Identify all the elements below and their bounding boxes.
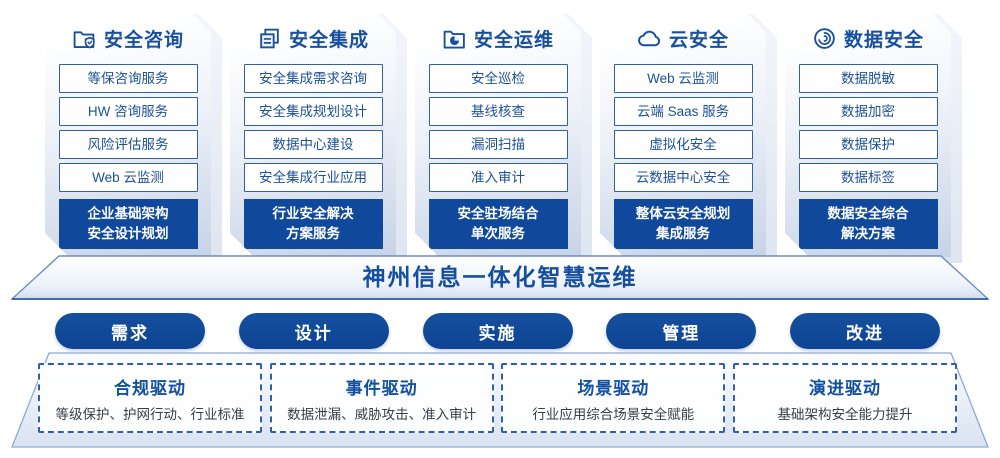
driver-title: 演进驱动 <box>808 378 881 398</box>
footer-line: 集成服务 <box>656 225 710 241</box>
service-item: 数据脱敏 <box>799 64 938 93</box>
card-item-list: 数据脱敏 数据加密 数据保护 数据标签 <box>785 64 951 192</box>
driver-title: 事件驱动 <box>345 378 418 398</box>
footer-line: 安全设计规划 <box>87 225 169 241</box>
card-title: 安全运维 <box>473 29 554 51</box>
service-item: 数据加密 <box>799 97 938 126</box>
card-footer-highlight: 数据安全综合 解决方案 <box>799 199 938 249</box>
driver-title: 合规驱动 <box>114 378 186 398</box>
card-title: 安全咨询 <box>103 29 184 51</box>
footer-line: 行业安全解决 <box>272 206 354 221</box>
card-footer-highlight: 企业基础架构 安全设计规划 <box>59 199 198 249</box>
driver-scenario: 场景驱动 行业应用综合场景安全赋能 <box>501 363 726 433</box>
service-item: 数据标签 <box>799 163 938 192</box>
footer-line: 数据安全综合 <box>827 206 909 221</box>
banner-title: 神州信息一体化智慧运维 <box>362 264 638 290</box>
driver-box-row: 合规驱动 等级保护、护网行动、行业标准 事件驱动 数据泄漏、威胁攻击、准入审计 … <box>38 363 957 433</box>
footer-line: 企业基础架构 <box>87 206 169 221</box>
card-header: 安全咨询 <box>45 25 211 51</box>
card-item-list: 等保咨询服务 HW 咨询服务 风险评估服务 Web 云监测 <box>45 64 211 192</box>
pill-design: 设计 <box>238 313 389 349</box>
driver-desc: 等级保护、护网行动、行业标准 <box>55 406 245 422</box>
pill-implementation: 实施 <box>422 313 573 349</box>
service-item: 虚拟化安全 <box>614 130 753 159</box>
card-title: 数据安全 <box>843 29 924 51</box>
footer-line: 方案服务 <box>286 225 340 241</box>
cloud-icon <box>637 26 662 51</box>
driver-desc: 数据泄漏、威胁攻击、准入审计 <box>287 406 477 422</box>
driver-desc: 行业应用综合场景安全赋能 <box>532 406 695 422</box>
service-item: 安全巡检 <box>429 64 568 93</box>
service-item: 准入审计 <box>429 163 568 192</box>
footer-line: 安全驻场结合 <box>457 206 539 221</box>
banner-trapezoid-shape <box>10 255 990 300</box>
card-header: 数据安全 <box>785 25 951 51</box>
service-item: Web 云监测 <box>59 163 198 192</box>
service-item: 安全集成需求咨询 <box>244 64 383 93</box>
footer-line: 解决方案 <box>841 225 895 241</box>
card-footer-highlight: 整体云安全规划 集成服务 <box>614 199 753 249</box>
card-title: 云安全 <box>668 29 729 51</box>
service-item: Web 云监测 <box>614 64 753 93</box>
card-title: 安全集成 <box>288 29 369 51</box>
footer-line: 整体云安全规划 <box>635 206 731 221</box>
card-item-list: Web 云监测 云端 Saas 服务 虚拟化安全 云数据中心安全 <box>600 64 766 192</box>
card-security-operations: 安全运维 安全巡检 基线核查 漏洞扫描 准入审计 安全驻场结合 单次服务 <box>415 8 581 257</box>
card-item-list: 安全巡检 基线核查 漏洞扫描 准入审计 <box>415 64 581 192</box>
pill-management: 管理 <box>606 313 757 349</box>
service-item: 云数据中心安全 <box>614 163 753 192</box>
card-data-security: 数据安全 数据脱敏 数据加密 数据保护 数据标签 数据安全综合 解决方案 <box>785 8 951 257</box>
driver-title: 场景驱动 <box>577 378 650 398</box>
driver-incident: 事件驱动 数据泄漏、威胁攻击、准入审计 <box>269 363 494 433</box>
service-item: 数据保护 <box>799 130 938 159</box>
service-item: 风险评估服务 <box>59 130 198 159</box>
card-security-integration: 安全集成 安全集成需求咨询 安全集成规划设计 数据中心建设 安全集成行业应用 行… <box>230 8 396 257</box>
card-header: 云安全 <box>600 25 766 51</box>
driver-compliance: 合规驱动 等级保护、护网行动、行业标准 <box>38 363 262 433</box>
fingerprint-icon <box>812 26 837 51</box>
card-item-list: 安全集成需求咨询 安全集成规划设计 数据中心建设 安全集成行业应用 <box>230 64 396 192</box>
folder-pie-icon <box>442 26 467 51</box>
platform-banner: 神州信息一体化智慧运维 <box>10 255 990 301</box>
service-item: 等保咨询服务 <box>59 64 198 93</box>
service-item: 基线核查 <box>429 97 568 126</box>
driver-evolution: 演进驱动 基础架构安全能力提升 <box>732 363 957 433</box>
process-pill-row: 需求 设计 实施 管理 改进 <box>55 313 940 349</box>
card-security-consulting: 安全咨询 等保咨询服务 HW 咨询服务 风险评估服务 Web 云监测 企业基础架… <box>45 8 211 257</box>
service-item: 云端 Saas 服务 <box>614 97 753 126</box>
service-item: 安全集成规划设计 <box>244 97 383 126</box>
driver-desc: 基础架构安全能力提升 <box>777 406 913 422</box>
service-item: 漏洞扫描 <box>429 130 568 159</box>
service-item: 数据中心建设 <box>244 130 383 159</box>
card-cloud-security: 云安全 Web 云监测 云端 Saas 服务 虚拟化安全 云数据中心安全 整体云… <box>600 8 766 257</box>
pill-requirement: 需求 <box>55 313 205 349</box>
documents-copy-icon <box>257 26 282 51</box>
card-footer-highlight: 行业安全解决 方案服务 <box>244 199 383 249</box>
footer-line: 单次服务 <box>471 225 525 241</box>
card-header: 安全集成 <box>230 25 396 51</box>
pill-improvement: 改进 <box>790 313 940 349</box>
folder-shield-icon <box>72 26 97 51</box>
service-item: HW 咨询服务 <box>59 97 198 126</box>
card-header: 安全运维 <box>415 25 581 51</box>
service-item: 安全集成行业应用 <box>244 163 383 192</box>
card-footer-highlight: 安全驻场结合 单次服务 <box>429 199 568 249</box>
